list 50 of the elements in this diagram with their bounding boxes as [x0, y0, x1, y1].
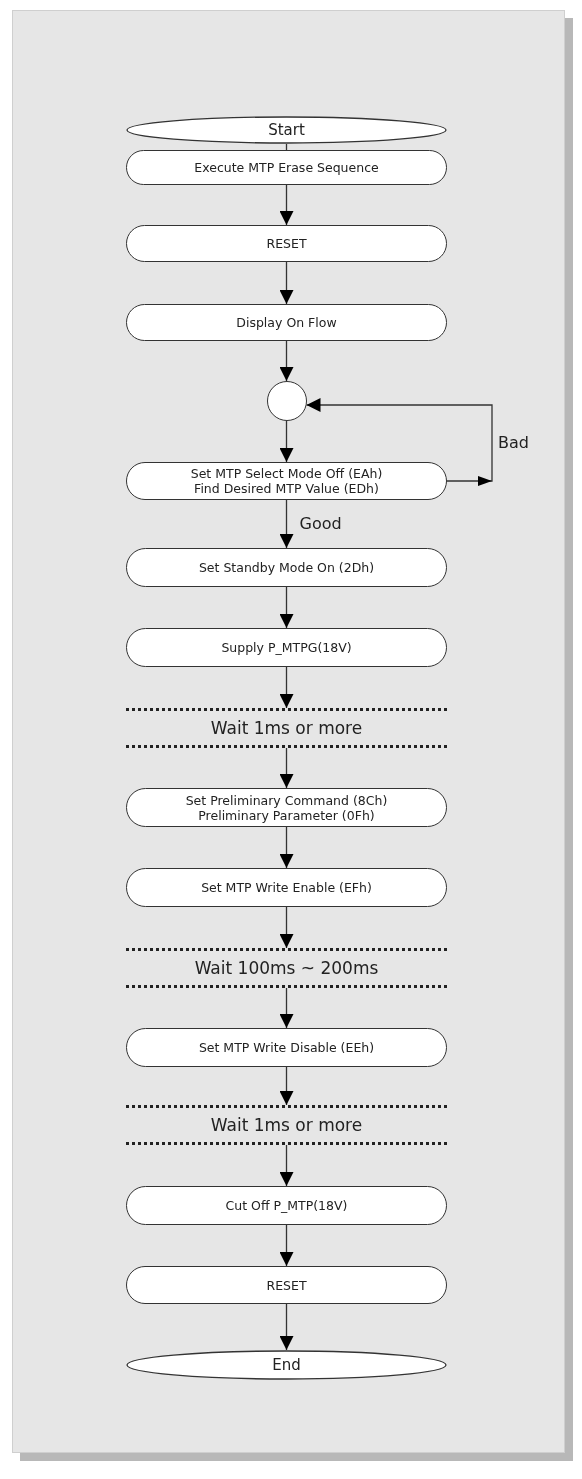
process-box [126, 462, 447, 500]
process-label: Supply P_MTPG(18V) [221, 640, 352, 655]
process-box [126, 868, 447, 907]
process-box [126, 1266, 447, 1304]
arrow [279, 1144, 294, 1187]
wait-label: Wait 1ms or more [210, 718, 363, 738]
terminal-ellipse [126, 116, 447, 144]
wait-label: Wait 100ms ~ 200ms [194, 958, 379, 978]
terminal-label: End [272, 1356, 301, 1374]
process-label: Find Desired MTP Value (EDh) [194, 481, 379, 496]
arrow [279, 340, 294, 382]
arrow [279, 906, 294, 949]
arrow [279, 826, 294, 869]
arrow [279, 1303, 294, 1351]
process-label: Set Standby Mode On (2Dh) [198, 560, 375, 575]
process-label: Cut Off P_MTP(18V) [225, 1198, 348, 1213]
process-box [126, 150, 447, 185]
process-box [126, 628, 447, 667]
terminal-ellipse [126, 1350, 447, 1380]
arrow [279, 747, 294, 789]
process-box [126, 225, 447, 262]
process-label: Set MTP Select Mode Off (EAh) [190, 466, 383, 481]
process-box [126, 788, 447, 827]
arrow [279, 184, 294, 226]
process-label: Set MTP Write Enable (EFh) [201, 880, 372, 895]
arrow [279, 420, 294, 463]
arrow [305, 398, 493, 486]
arrow [279, 666, 294, 709]
process-label: Set MTP Write Disable (EEh) [198, 1040, 375, 1055]
process-label: RESET [266, 236, 307, 251]
process-label: Set Preliminary Command (8Ch) [185, 792, 388, 808]
process-box [126, 1028, 447, 1067]
process-box [126, 548, 447, 587]
terminal-label: Start [268, 121, 305, 139]
process-box [126, 304, 447, 341]
arrow [279, 499, 294, 549]
process-label: RESET [266, 1277, 307, 1293]
wait-band [126, 1105, 447, 1145]
arrow [279, 586, 294, 629]
arrow [279, 1066, 294, 1106]
arrow [279, 261, 294, 305]
wait-band [126, 948, 447, 988]
process-label: Preliminary Parameter (0Fh) [198, 807, 375, 823]
arrow [279, 987, 294, 1029]
process-box [126, 1186, 447, 1225]
wait-label: Wait 1ms or more [210, 1115, 363, 1135]
process-label: Execute MTP Erase Sequence [194, 160, 379, 175]
arrow [279, 1224, 294, 1267]
wait-band [126, 708, 447, 748]
process-label: Display On Flow [236, 315, 337, 330]
